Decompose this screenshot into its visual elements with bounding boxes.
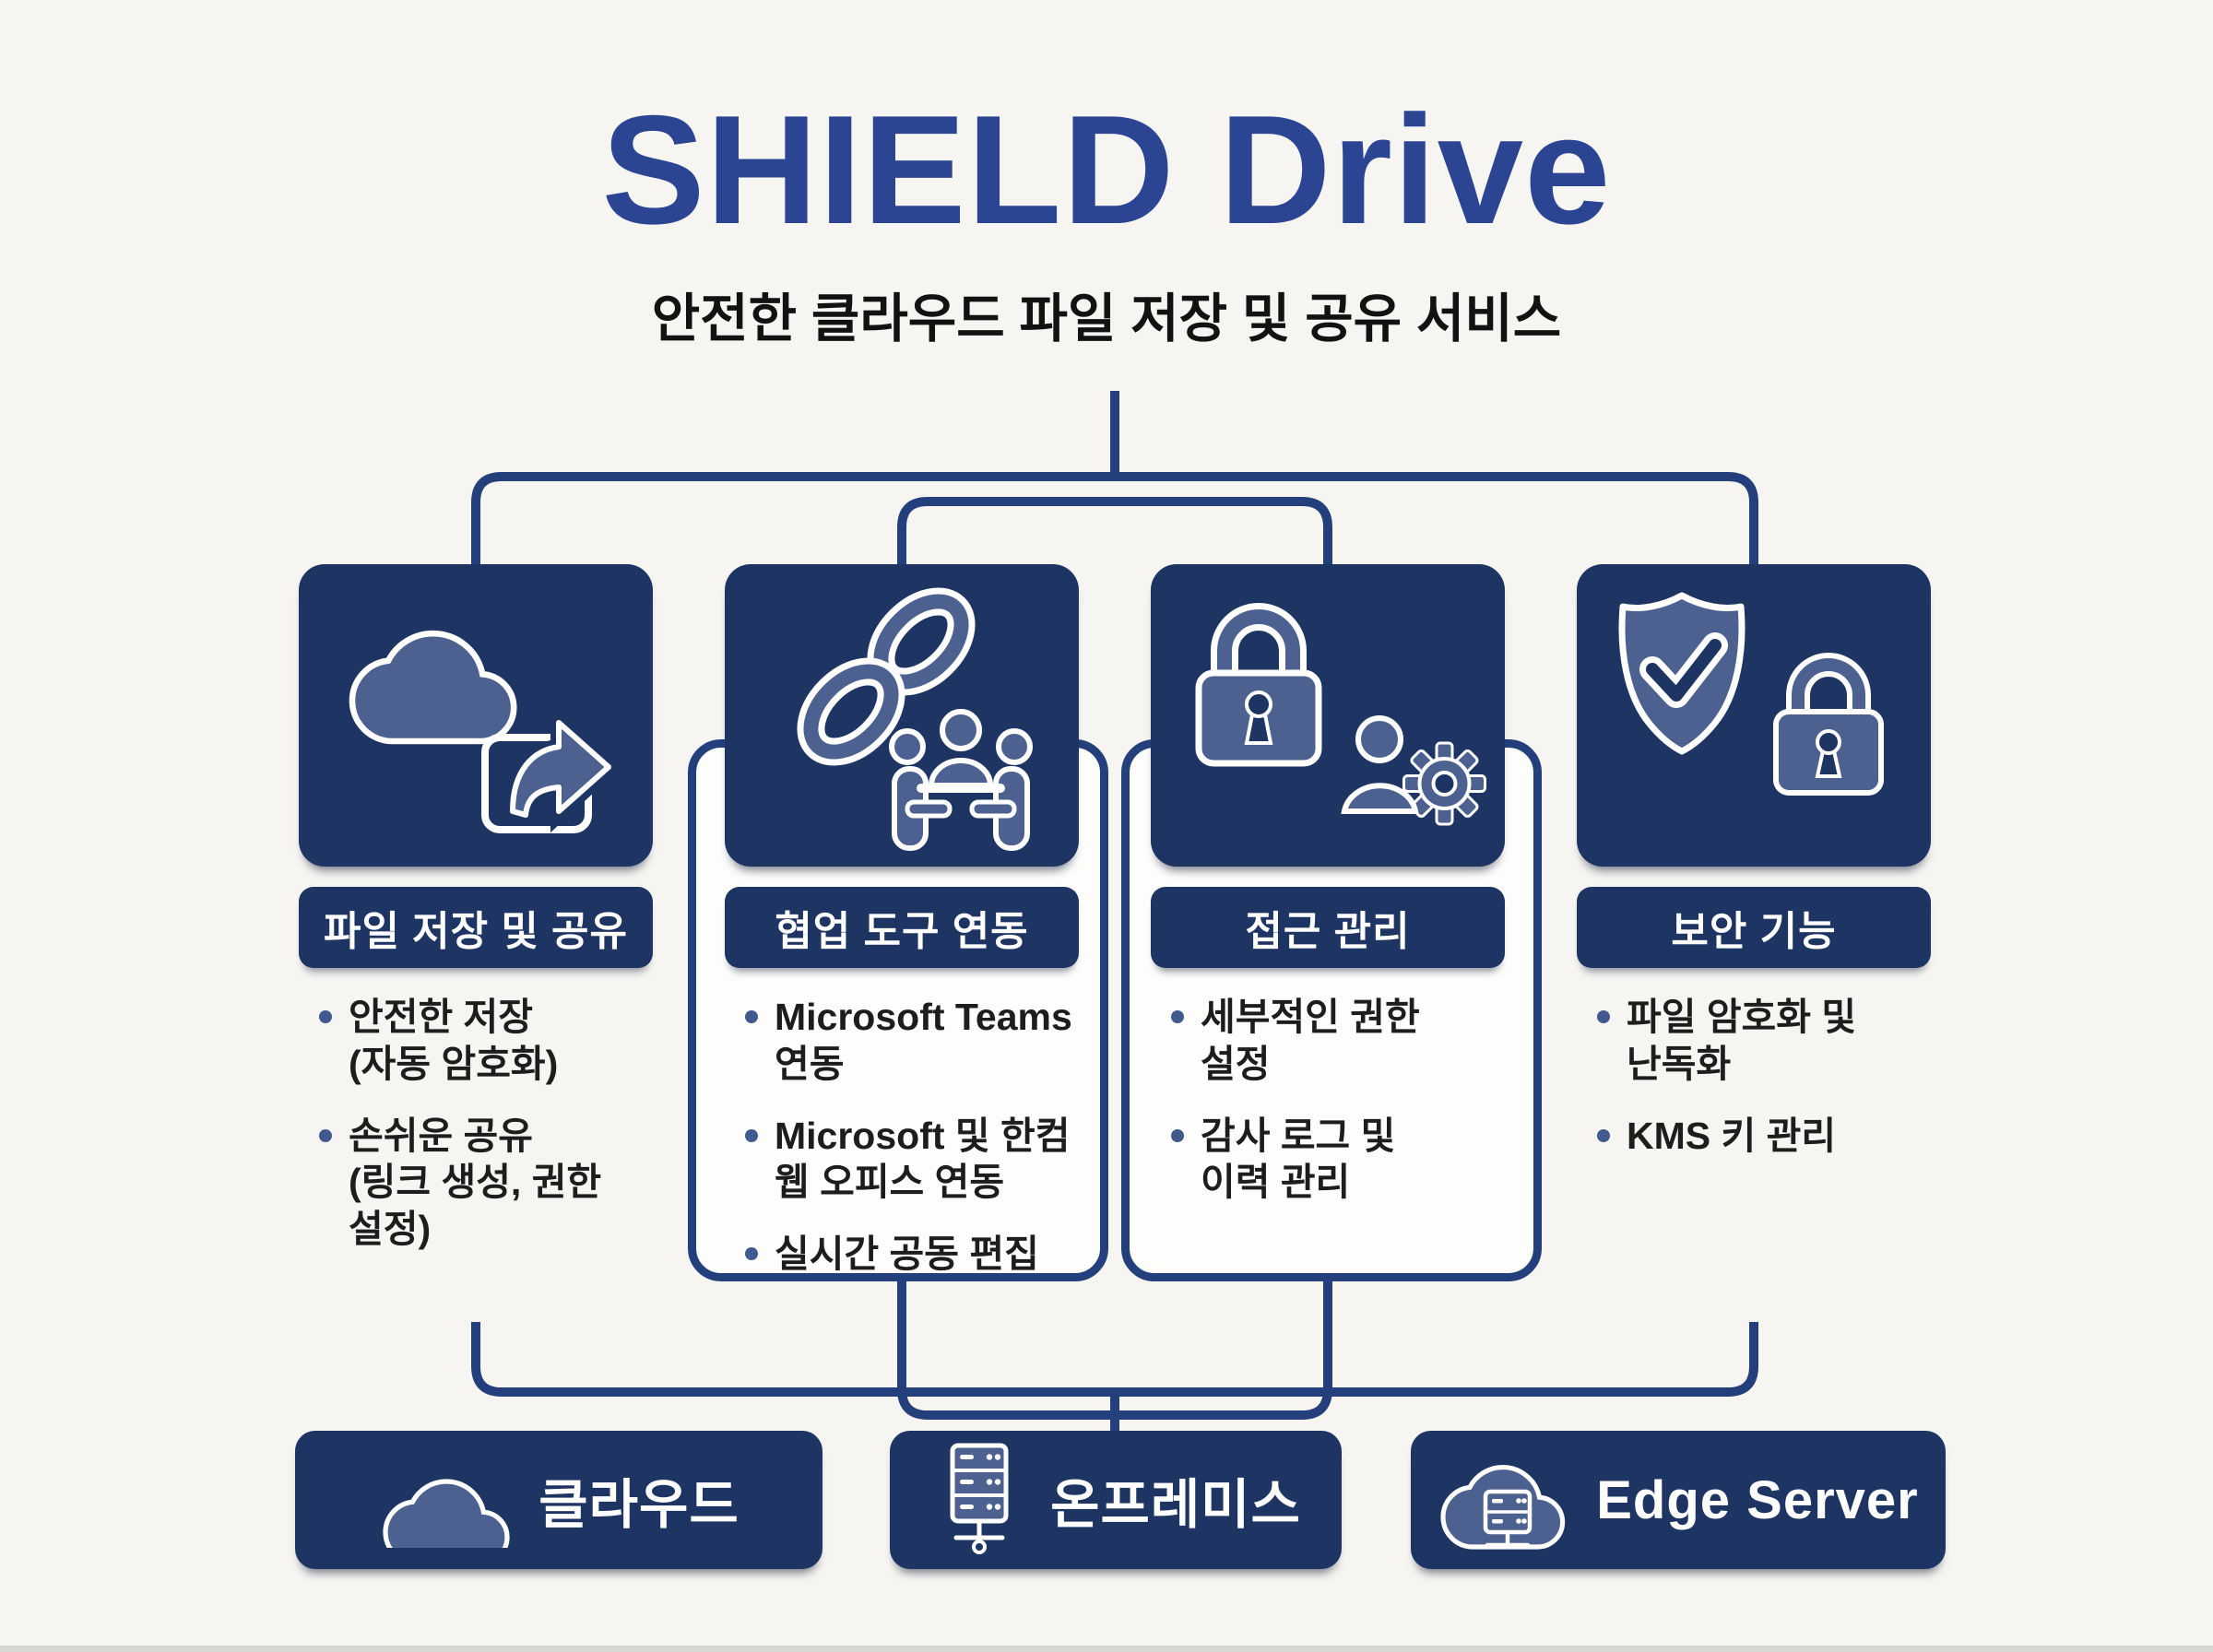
deployment-box-edge-server: Edge Server bbox=[1411, 1431, 1946, 1569]
bullet-item: KMS 키 관리 bbox=[1597, 1113, 1975, 1160]
feature-label-security: 보안 기능 bbox=[1577, 887, 1931, 968]
bullet-item: 안전한 저장 (자동 암호화) bbox=[319, 994, 697, 1088]
top-inner-bus-line bbox=[897, 497, 1332, 566]
bullet-dot bbox=[1171, 1128, 1184, 1142]
feature-tile-security bbox=[1577, 564, 1931, 867]
bullet-dot bbox=[745, 1010, 758, 1023]
bullet-item: Microsoft 및 한컴 웹 오피스 연동 bbox=[745, 1113, 1123, 1207]
bullet-item: 감사 로그 및 이력 관리 bbox=[1171, 1113, 1549, 1207]
feature-label-storage: 파일 저장 및 공유 bbox=[299, 887, 653, 968]
deployment-box-cloud: 클라우드 bbox=[295, 1431, 822, 1569]
deployment-label: 온프레미스 bbox=[1050, 1475, 1301, 1535]
bullet-text: 손쉬운 공유 (링크 생성, 권한 설정) bbox=[349, 1114, 602, 1251]
server-rack-icon bbox=[950, 1443, 1009, 1554]
bullet-item: 실시간 공동 편집 bbox=[745, 1231, 1123, 1278]
feature-tile-access bbox=[1151, 564, 1505, 867]
bullet-dot bbox=[745, 1128, 758, 1142]
bullet-text: 실시간 공동 편집 bbox=[775, 1233, 1039, 1276]
bullet-text: 안전한 저장 (자동 암호화) bbox=[349, 996, 559, 1085]
cloud-share-icon bbox=[349, 630, 622, 833]
deployment-label: Edge Server bbox=[1596, 1469, 1919, 1530]
shield-check-lock-icon bbox=[1618, 592, 1884, 796]
bullet-text: Microsoft 및 한컴 웹 오피스 연동 bbox=[775, 1114, 1071, 1204]
feature-bullets-collaboration: Microsoft Teams 연동 Microsoft 및 한컴 웹 오피스 … bbox=[745, 994, 1123, 1303]
bullet-item: Microsoft Teams 연동 bbox=[745, 994, 1123, 1088]
bullet-text: Microsoft Teams 연동 bbox=[775, 996, 1072, 1085]
feature-label-access: 접근 관리 bbox=[1151, 887, 1505, 968]
page-subtitle: 안전한 클라우드 파일 저장 및 공유 서비스 bbox=[651, 289, 1562, 348]
page-title: SHIELD Drive bbox=[601, 83, 1612, 256]
bullet-text: 파일 암호화 및 난독화 bbox=[1627, 996, 1857, 1085]
bullet-dot bbox=[745, 1247, 758, 1261]
bullet-dot bbox=[319, 1010, 332, 1023]
bullet-item: 세부적인 권한 설정 bbox=[1171, 994, 1549, 1088]
bullet-dot bbox=[1597, 1010, 1610, 1023]
link-collaboration-icon bbox=[797, 587, 1033, 851]
feature-bullets-security: 파일 암호화 및 난독화 KMS 키 관리 bbox=[1597, 994, 1975, 1184]
feature-label-collaboration: 협업 도구 연동 bbox=[725, 887, 1079, 968]
deployment-box-onpremise: 온프레미스 bbox=[890, 1431, 1342, 1569]
feature-tile-collaboration bbox=[725, 564, 1079, 867]
deployment-label: 클라우드 bbox=[538, 1475, 740, 1535]
bullet-text: 감사 로그 및 이력 관리 bbox=[1201, 1114, 1396, 1204]
lock-user-gear-icon bbox=[1195, 603, 1486, 826]
top-outer-bus-line bbox=[471, 472, 1758, 566]
bullet-dot bbox=[1171, 1010, 1184, 1023]
feature-tile-storage bbox=[299, 564, 653, 867]
bottom-outer-bus-line bbox=[471, 1322, 1758, 1397]
edge-server-icon bbox=[1440, 1465, 1566, 1550]
bullet-text: 세부적인 권한 설정 bbox=[1201, 996, 1420, 1085]
feature-bullets-storage: 안전한 저장 (자동 암호화) 손쉬운 공유 (링크 생성, 권한 설정) bbox=[319, 994, 697, 1278]
feature-bullets-access: 세부적인 권한 설정 감사 로그 및 이력 관리 bbox=[1171, 994, 1549, 1231]
page-bottom-edge bbox=[0, 1646, 2213, 1652]
bullet-item: 손쉬운 공유 (링크 생성, 권한 설정) bbox=[319, 1113, 697, 1253]
bullet-dot bbox=[1597, 1128, 1610, 1142]
bullet-text: KMS 키 관리 bbox=[1627, 1114, 1837, 1157]
cloud-icon bbox=[383, 1479, 510, 1548]
bullet-dot bbox=[319, 1128, 332, 1142]
bullet-item: 파일 암호화 및 난독화 bbox=[1597, 994, 1975, 1088]
